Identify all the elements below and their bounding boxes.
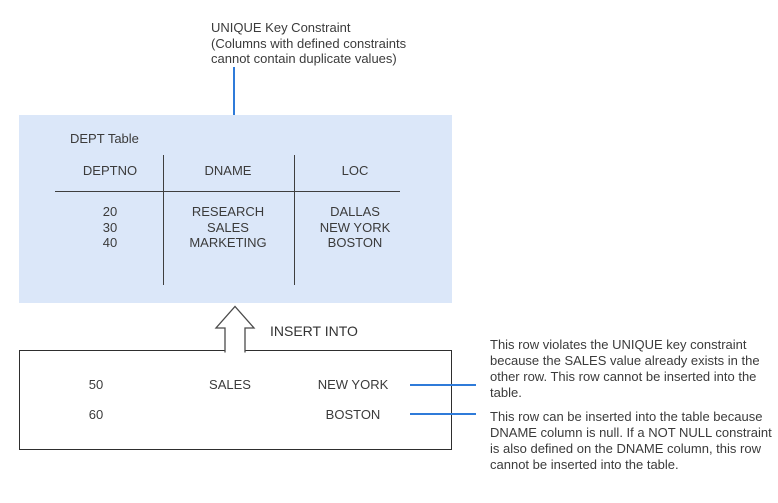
connector-line-row2	[410, 413, 476, 415]
dept-table-box: DEPT Table DEPTNO 20 30 40 DNAME RESEARC…	[19, 115, 452, 303]
insert-cell: SALES	[209, 377, 251, 392]
column-header-deptno: DEPTNO	[82, 163, 138, 178]
table-cell: 40	[102, 235, 118, 250]
insert-cell: 60	[88, 407, 104, 422]
annotation-subtitle: (Columns with defined constraints cannot…	[211, 35, 407, 67]
column-header-loc: LOC	[341, 163, 369, 178]
table-cell: BOSTON	[327, 235, 383, 250]
dept-table-title: DEPT Table	[70, 131, 139, 146]
table-cell: DALLAS	[330, 204, 380, 219]
connector-line-row1	[410, 384, 476, 386]
insert-arrow-icon	[214, 305, 256, 353]
annotation-connector-line	[233, 67, 235, 153]
insert-cell: 50	[88, 377, 104, 392]
insert-rows-box: 50 SALES NEW YORK 60 BOSTON	[19, 350, 452, 450]
insert-cell: NEW YORK	[317, 377, 389, 392]
table-cell: 30	[102, 219, 118, 235]
table-cell: NEW YORK	[319, 219, 391, 235]
table-cell: MARKETING	[189, 235, 267, 250]
table-cell: SALES	[207, 219, 249, 235]
header-underline	[55, 191, 400, 192]
table-cell: 20	[102, 204, 118, 219]
table-cell: RESEARCH	[191, 204, 265, 219]
unique-key-annotation: UNIQUE Key Constraint (Columns with defi…	[211, 20, 439, 67]
annotation-title: UNIQUE Key Constraint	[211, 20, 351, 35]
column-header-dname: DNAME	[204, 163, 252, 178]
violation-note: This row violates the UNIQUE key constra…	[490, 337, 760, 400]
column-divider-2	[294, 155, 295, 285]
column-divider-1	[163, 155, 164, 285]
insert-into-label: INSERT INTO	[270, 323, 358, 339]
insertable-note: This row can be inserted into the table …	[490, 409, 772, 472]
insert-cell: BOSTON	[325, 407, 381, 422]
